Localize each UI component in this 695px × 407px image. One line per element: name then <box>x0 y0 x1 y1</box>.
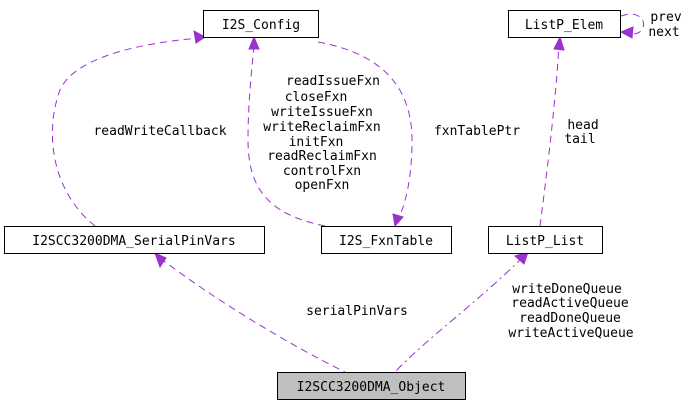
node-label-listp-list: ListP_List <box>506 234 584 249</box>
node-listp-list[interactable]: ListP_List <box>488 226 603 254</box>
edge-label-prev: prev <box>650 10 681 25</box>
node-label-i2s-config: I2S_Config <box>222 18 300 33</box>
node-fxn-table[interactable]: I2S_FxnTable <box>321 226 452 254</box>
fxn-label-3: writeReclaimFxn <box>263 120 380 135</box>
edge-label-next: next <box>648 25 679 40</box>
edge-label-tail: tail <box>564 132 595 147</box>
edge-head-tail: head tail <box>539 35 599 227</box>
node-label-serial-pin-vars: I2SCC3200DMA_SerialPinVars <box>32 234 236 249</box>
queue-label-1: readActiveQueue <box>511 296 629 311</box>
edge-serial-pin-vars: serialPinVars <box>154 252 408 373</box>
edge-queues: writeDoneQueue readActiveQueue readDoneQ… <box>394 251 634 373</box>
node-label-object: I2SCC3200DMA_Object <box>297 380 446 395</box>
node-label-listp-elem: ListP_Elem <box>525 18 603 33</box>
node-listp-elem[interactable]: ListP_Elem <box>508 10 621 38</box>
fxn-label-7: openFxn <box>295 178 350 193</box>
queue-label-3: writeActiveQueue <box>508 326 633 341</box>
edge-label-serial-pin-vars: serialPinVars <box>306 304 408 319</box>
node-label-fxn-table: I2S_FxnTable <box>339 234 433 249</box>
fxn-label-2: writeIssueFxn <box>271 105 373 120</box>
queue-label-2: readDoneQueue <box>519 311 621 326</box>
node-object[interactable]: I2SCC3200DMA_Object <box>277 372 466 400</box>
edge-label-fxn-table-ptr: fxnTablePtr <box>434 124 520 139</box>
edge-label-read-write-callback: readWriteCallback <box>93 124 226 139</box>
edge-fxn-table-ptr: fxnTablePtr <box>317 41 520 228</box>
node-serial-pin-vars[interactable]: I2SCC3200DMA_SerialPinVars <box>4 226 265 254</box>
fxn-label-6: controlFxn <box>283 164 361 179</box>
edge-fxn-pointers: readIssueFxn closeFxn writeIssueFxn writ… <box>247 35 381 227</box>
fxn-label-4: initFxn <box>289 135 344 150</box>
edge-read-write-callback: readWriteCallback <box>51 30 227 227</box>
edge-prev-next: prev next <box>619 10 682 40</box>
fxn-label-0: readIssueFxn <box>286 74 380 89</box>
edge-label-head: head <box>567 118 598 133</box>
queue-label-0: writeDoneQueue <box>512 282 622 297</box>
fxn-label-1: closeFxn <box>285 90 348 105</box>
node-i2s-config[interactable]: I2S_Config <box>203 10 319 38</box>
fxn-label-5: readReclaimFxn <box>267 149 377 164</box>
